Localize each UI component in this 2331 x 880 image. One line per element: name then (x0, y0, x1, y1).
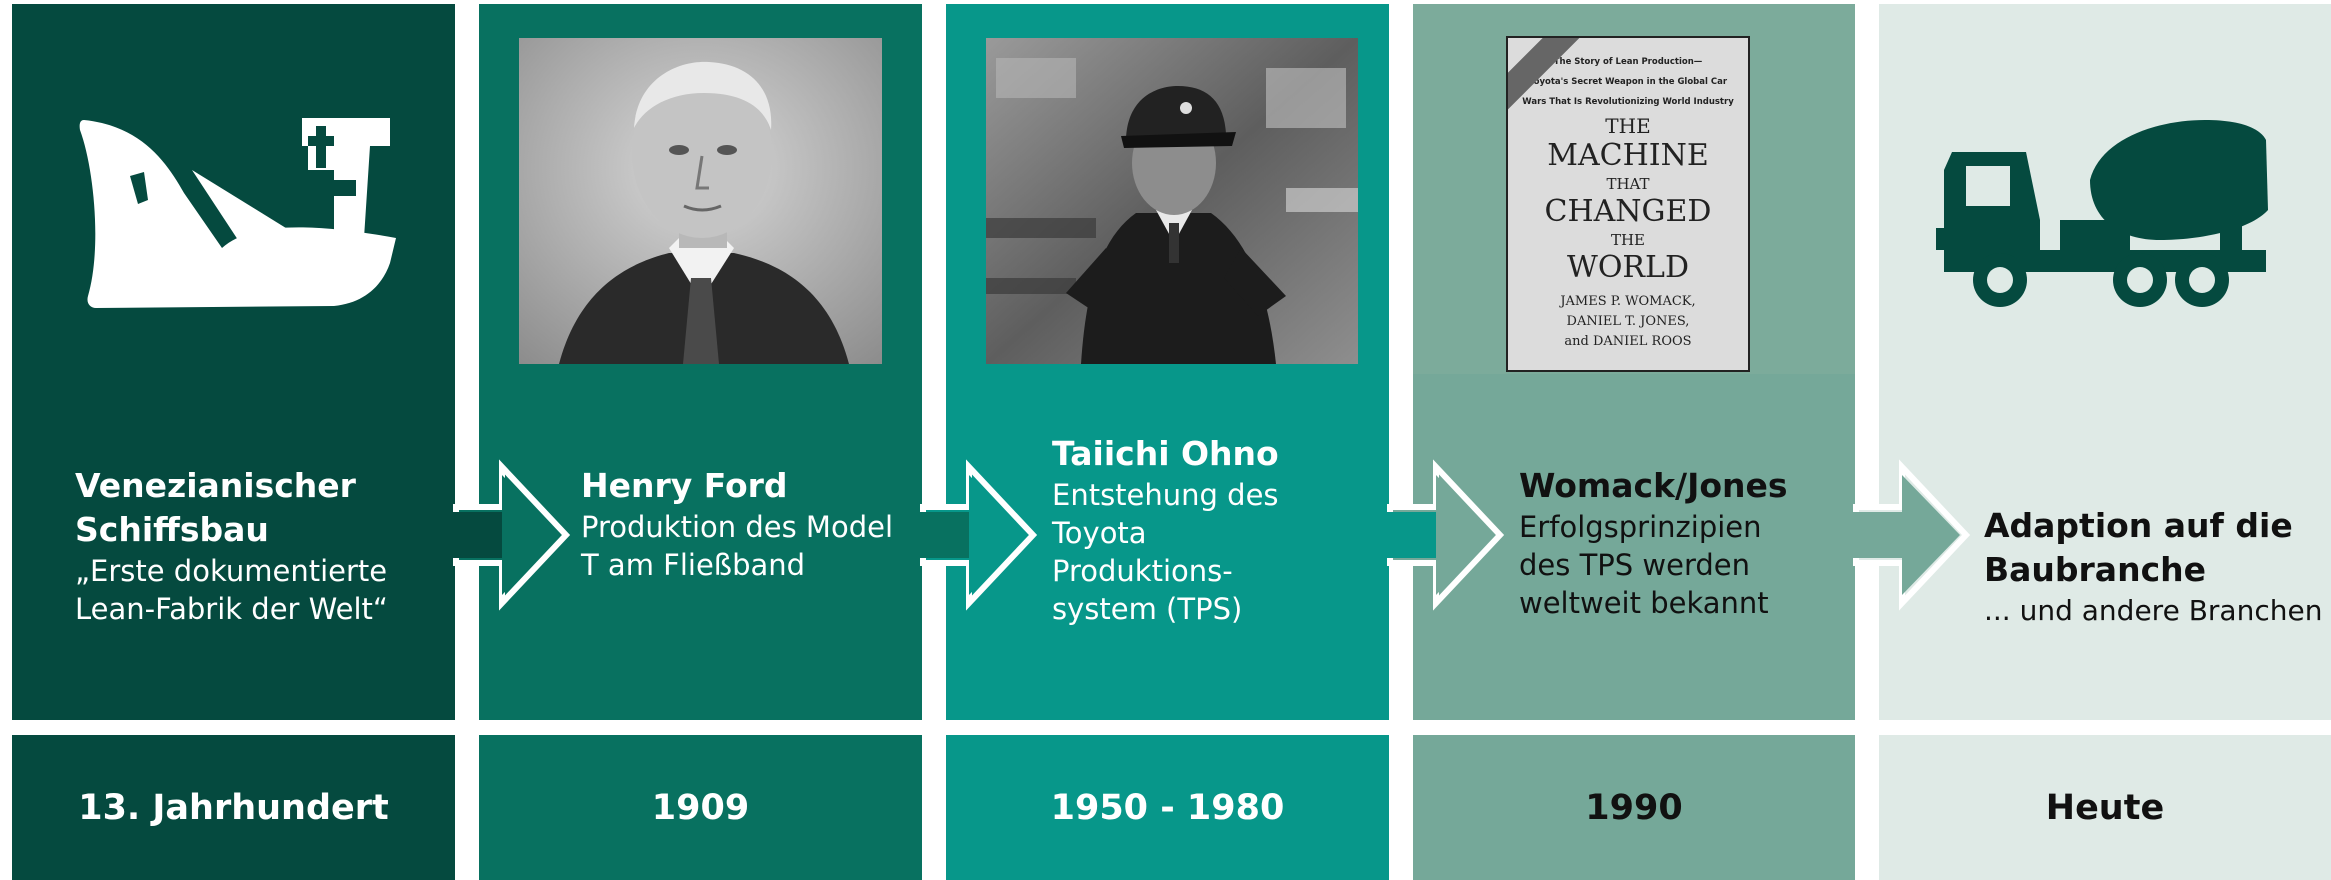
concrete-mixer-truck-icon (1930, 100, 2280, 315)
book-cover: The Story of Lean Production— Toyota's S… (1506, 36, 1750, 372)
arrow-right-4 (1852, 455, 1972, 615)
book-title-changed: CHANGED (1544, 194, 1712, 229)
stage-description: Entstehung des Toyota Produktions- syste… (1052, 478, 1279, 626)
book-title-the: THE (1605, 114, 1651, 138)
stage-construction-text: Adaption auf die Baubranche ... und ande… (1984, 504, 2329, 630)
stage-henry-ford-text: Henry Ford Produktion des Model T am Fli… (581, 464, 911, 584)
stage-description: „Erste dokumentierte Lean-Fabrik der Wel… (75, 554, 388, 626)
period-1909: 1909 (479, 735, 922, 880)
arrow-right-3 (1386, 455, 1506, 615)
stage-title: Womack/Jones (1519, 466, 1788, 505)
photo-taiichi-ohno (986, 38, 1358, 364)
stage-womack-jones-text: Womack/Jones Erfolgsprinzipien des TPS w… (1519, 464, 1839, 622)
stage-title: Taiichi Ohno (1052, 434, 1279, 473)
stage-title: Henry Ford (581, 466, 788, 505)
period-1950-1980: 1950 - 1980 (946, 735, 1389, 880)
arrow-right-2 (919, 455, 1039, 615)
book-title-that: THAT (1606, 175, 1650, 193)
period-1990: 1990 (1413, 735, 1855, 880)
portrait-henry-ford (519, 38, 882, 364)
period-13th-century: 13. Jahrhundert (12, 735, 455, 880)
period-today: Heute (1879, 735, 2331, 880)
stage-description: ... und andere Branchen (1984, 594, 2323, 627)
book-title-world: WORLD (1567, 250, 1689, 285)
book-tagline: The Story of Lean Production— Toyota's S… (1522, 57, 1734, 107)
stage-description: Produktion des Model T am Fließband (581, 510, 894, 582)
stage-title: Adaption auf die Baubranche (1984, 506, 2293, 589)
stage-description: Erfolgsprinzipien des TPS werden weltwei… (1519, 510, 1769, 620)
book-title-the-2: THE (1610, 231, 1646, 249)
arrow-right-1 (452, 455, 572, 615)
ship-icon (72, 108, 402, 308)
stage-venetian-shipbuilding-text: Venezianischer Schiffsbau „Erste dokumen… (75, 464, 445, 628)
stage-title: Venezianischer Schiffsbau (75, 466, 356, 549)
book-title-machine: MACHINE (1547, 138, 1709, 173)
stage-taiichi-ohno-text: Taiichi Ohno Entstehung des Toyota Produ… (1052, 432, 1372, 628)
book-authors: JAMES P. WOMACK, DANIEL T. JONES, and DA… (1560, 294, 1696, 349)
panel-construction (1879, 4, 2331, 720)
